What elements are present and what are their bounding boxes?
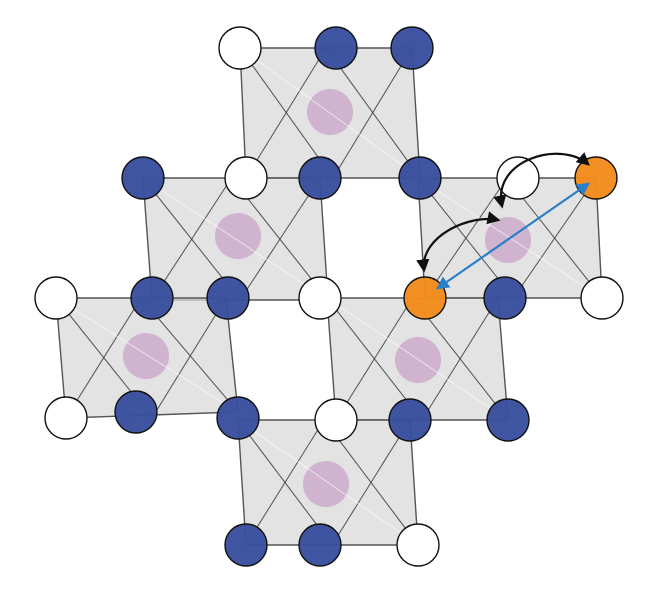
blue-atom — [216, 396, 260, 440]
highlighted-atom — [574, 156, 618, 200]
blue-atom — [224, 523, 268, 567]
white-atom — [298, 276, 342, 320]
white-atom — [34, 276, 78, 320]
white-atom — [218, 26, 262, 70]
white-atom — [224, 156, 268, 200]
octahedron-edge — [335, 297, 413, 421]
octahedron-back-edge — [239, 47, 421, 179]
blue-atom — [390, 26, 434, 70]
blue-atom — [398, 156, 442, 200]
octahedron-back-edge — [326, 297, 509, 421]
blue-atom — [206, 276, 250, 320]
blue-atom — [121, 156, 165, 200]
blue-atom — [114, 390, 158, 434]
octahedron-edge — [245, 419, 325, 546]
highlighted-atom — [403, 276, 447, 320]
octahedron-back-edge — [237, 419, 419, 546]
center-atom — [123, 333, 169, 379]
octahedron-back-edge — [142, 177, 329, 301]
octahedron-edge — [151, 297, 227, 419]
blue-atom — [388, 398, 432, 442]
white-atom — [496, 156, 540, 200]
distance-arrow — [435, 182, 591, 290]
octahedron-edge — [245, 47, 327, 179]
center-atom — [303, 461, 349, 507]
center-atom — [307, 89, 353, 135]
octahedron-edge — [325, 47, 421, 179]
white-atom — [396, 523, 440, 567]
octahedron-edge — [151, 177, 232, 301]
octahedron-back-edge — [55, 297, 239, 413]
blue-atom — [298, 156, 342, 200]
octahedron-edge — [65, 297, 142, 419]
white-atom — [580, 276, 624, 320]
white-atom — [44, 396, 88, 440]
center-atom — [395, 337, 441, 383]
blue-atom — [130, 276, 174, 320]
blue-atom — [486, 398, 530, 442]
white-atom — [314, 398, 358, 442]
center-atom — [215, 213, 261, 259]
blue-atom — [298, 523, 342, 567]
blue-atom — [483, 276, 527, 320]
blue-atom — [314, 26, 358, 70]
